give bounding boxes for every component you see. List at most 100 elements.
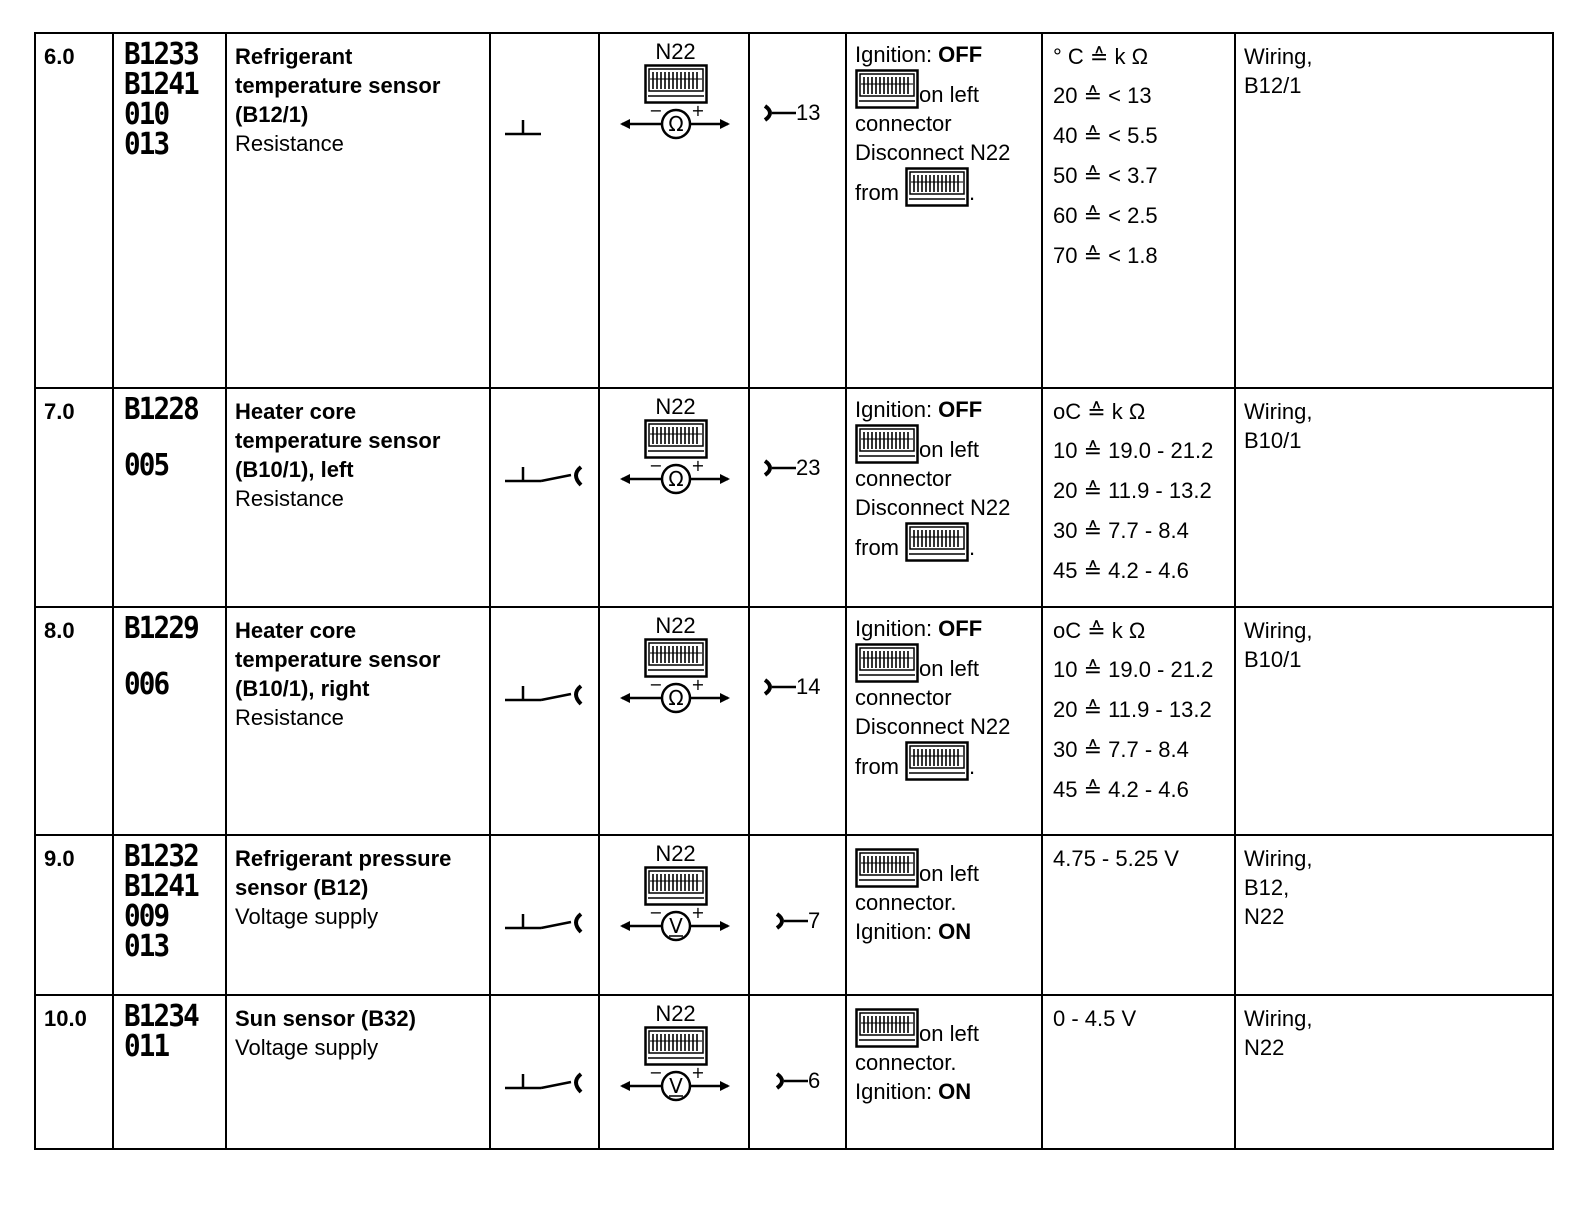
ignition-label: Ignition: xyxy=(855,42,939,67)
on-left-text: on left xyxy=(919,82,979,107)
nominal-values: 4.75 - 5.25 V xyxy=(1041,834,1236,996)
fault-code: B1241 xyxy=(124,67,200,102)
ignition-state: OFF xyxy=(938,616,983,641)
remedy-line: Wiring, xyxy=(1244,399,1313,424)
connector-text: connector xyxy=(855,111,952,136)
value-line: 0 - 4.5 V xyxy=(1053,1006,1137,1031)
component-name: Sun sensor (B32) xyxy=(235,1006,416,1031)
connection-symbol-cell xyxy=(489,606,600,836)
fault-code: 009 xyxy=(124,899,170,934)
remedy: Wiring,B12/1 xyxy=(1234,32,1554,389)
value-line: 50 ≙ < 3.7 xyxy=(1053,163,1158,188)
measurement-type: Resistance xyxy=(235,486,344,511)
disconnect-text: Disconnect N22 xyxy=(855,714,1011,739)
remedy: Wiring,B10/1 xyxy=(1234,606,1554,836)
pin-cell: 7 xyxy=(748,834,847,996)
svg-text:+: + xyxy=(691,675,704,694)
control-unit-label: N22 xyxy=(655,39,696,64)
period: . xyxy=(969,535,976,560)
on-left-text: on left xyxy=(919,437,979,462)
ignition-label: Ignition: xyxy=(855,397,939,422)
ohmmeter-icon: Ω−+ xyxy=(620,419,730,495)
ignition-line: Ignition: OFF xyxy=(855,614,1037,643)
remedy: Wiring,B12,N22 xyxy=(1234,834,1554,996)
value-line: 40 ≙ < 5.5 xyxy=(1053,123,1158,148)
ignition-state: OFF xyxy=(938,397,983,422)
measurement-type: Voltage supply xyxy=(235,1035,379,1060)
component-name: Heater core temperature sensor (B10/1), … xyxy=(235,399,441,482)
fault-code: B1229 xyxy=(124,611,200,646)
fault-code: B1228 xyxy=(124,392,200,427)
connector-text: connector xyxy=(855,685,952,710)
component-description: Refrigerant pressure sensor (B12) Voltage… xyxy=(225,834,491,996)
on-left-text: on left xyxy=(919,656,979,681)
connector-icon xyxy=(905,522,969,562)
svg-text:−: − xyxy=(649,456,662,475)
ground-socket-icon xyxy=(505,1072,583,1094)
pin-icon xyxy=(775,911,808,930)
value-line: 10 ≙ 19.0 - 21.2 xyxy=(1053,657,1214,682)
value-line: oC ≙ k Ω xyxy=(1053,399,1146,424)
step-number: 7.0 xyxy=(34,387,114,608)
component-name: Refrigerant pressure sensor (B12) xyxy=(235,846,452,900)
pin-cell: 13 xyxy=(748,32,847,389)
ground-socket-icon xyxy=(505,684,583,706)
ignition-line: Ignition: ON xyxy=(855,1077,1037,1106)
fault-code: B1233 xyxy=(124,37,200,72)
measurement-type: Resistance xyxy=(235,131,344,156)
component-description: Heater core temperature sensor (B10/1), … xyxy=(225,606,491,836)
remedy-line: B10/1 xyxy=(1244,647,1302,672)
nominal-values: 0 - 4.5 V xyxy=(1041,994,1236,1150)
fault-code: 005 xyxy=(124,448,170,483)
svg-text:+: + xyxy=(691,903,704,922)
pin-number: 6 xyxy=(808,1068,821,1093)
from-line: from. xyxy=(855,167,1037,207)
connector-icon xyxy=(855,643,919,683)
component-description: Heater core temperature sensor (B10/1), … xyxy=(225,387,491,608)
value-line: 20 ≙ < 13 xyxy=(1053,83,1152,108)
from-line: from. xyxy=(855,741,1037,781)
step-number: 8.0 xyxy=(34,606,114,836)
control-unit-label: N22 xyxy=(655,841,696,866)
from-text: from xyxy=(855,180,899,205)
ignition-label: Ignition: xyxy=(855,919,939,944)
value-line: 30 ≙ 7.7 - 8.4 xyxy=(1053,518,1189,543)
fault-code: 011 xyxy=(124,1029,170,1064)
connector-icon xyxy=(855,424,919,464)
voltmeter-icon: V−+ xyxy=(620,1026,730,1102)
measurement-type: Voltage supply xyxy=(235,904,379,929)
on-left-text: on left xyxy=(919,861,979,886)
pin-icon xyxy=(763,677,796,696)
remedy-line: B12, xyxy=(1244,875,1290,900)
value-line: 70 ≙ < 1.8 xyxy=(1053,243,1158,268)
pin-number: 7 xyxy=(808,908,821,933)
fault-code: 006 xyxy=(124,667,170,702)
pin-cell: 14 xyxy=(748,606,847,836)
period: . xyxy=(969,754,976,779)
remedy: Wiring,N22 xyxy=(1234,994,1554,1150)
control-unit-label: N22 xyxy=(655,394,696,419)
fault-codes: B1229 006 xyxy=(112,606,227,836)
step-number: 10.0 xyxy=(34,994,114,1150)
pin-icon xyxy=(775,1071,808,1090)
measurement-type: Resistance xyxy=(235,705,344,730)
value-line: 60 ≙ < 2.5 xyxy=(1053,203,1158,228)
svg-text:−: − xyxy=(649,903,662,922)
fault-codes: B1228 005 xyxy=(112,387,227,608)
component-description: Sun sensor (B32) Voltage supply xyxy=(225,994,491,1150)
connector-line: on left xyxy=(855,643,1037,683)
component-description: Refrigerant temperature sensor (B12/1)Re… xyxy=(225,32,491,389)
